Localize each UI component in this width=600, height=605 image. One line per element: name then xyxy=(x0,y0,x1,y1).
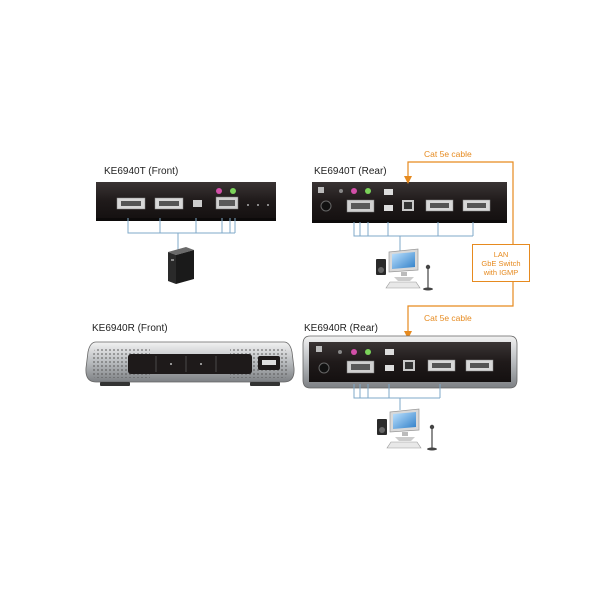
speaker-icon xyxy=(377,419,387,435)
microphone-icon xyxy=(427,424,437,451)
mic-jack xyxy=(351,349,357,355)
dvi-port xyxy=(462,199,491,212)
led-indicator xyxy=(170,363,172,365)
rj45-port xyxy=(402,200,414,211)
tx-rear-wires xyxy=(353,222,474,252)
led-indicator xyxy=(257,204,259,206)
speaker-jack xyxy=(365,188,371,194)
speaker-icon xyxy=(376,259,386,275)
gbe-switch-label: GbE Switch xyxy=(481,258,521,268)
tx-front-label: KE6940T (Front) xyxy=(104,166,179,177)
power-switch xyxy=(316,346,322,352)
rubber-foot xyxy=(250,382,280,386)
vga-port xyxy=(346,199,375,213)
vga-port xyxy=(215,196,239,210)
tx-rear-unit xyxy=(312,182,507,223)
microphone-icon xyxy=(423,264,433,291)
lan-label: LAN xyxy=(493,249,509,259)
rx-rear-wires xyxy=(353,384,441,410)
cat5e-cables xyxy=(407,161,514,336)
power-jack xyxy=(318,362,330,374)
usb-port xyxy=(385,349,394,355)
led-indicator xyxy=(267,204,269,206)
tx-front-base xyxy=(96,218,276,221)
mic-jack xyxy=(351,188,357,194)
dvi-port xyxy=(154,197,184,210)
dvi-port xyxy=(465,359,494,372)
speaker-jack xyxy=(230,188,236,194)
monitor-icon xyxy=(389,408,420,441)
rx-front-panel xyxy=(128,354,252,374)
ground-screw xyxy=(338,350,342,354)
speaker-jack xyxy=(365,349,371,355)
usb-port xyxy=(384,189,393,195)
lan-switch-box: LAN GbE Switch with IGMP xyxy=(472,244,530,282)
rx-rear-label: KE6940R (Rear) xyxy=(304,323,378,334)
dvi-port xyxy=(427,359,456,372)
tx-front-wires xyxy=(127,218,236,250)
rubber-foot xyxy=(100,382,130,386)
usb-port xyxy=(384,205,393,211)
cable-arrow xyxy=(404,176,412,184)
tx-rear-label: KE6940T (Rear) xyxy=(314,166,387,177)
led-indicator xyxy=(200,363,202,365)
rx-front-unit xyxy=(85,341,295,386)
dvi-port xyxy=(116,197,146,210)
cable-bottom xyxy=(407,282,514,336)
rx-rear-unit xyxy=(302,335,518,389)
cable-label-top: Cat 5e cable xyxy=(424,149,472,159)
rj45-port xyxy=(403,360,415,371)
rx-front-label: KE6940R (Front) xyxy=(92,323,168,334)
power-jack xyxy=(320,200,332,212)
dvi-port xyxy=(425,199,454,212)
usb-port xyxy=(385,365,394,371)
power-switch xyxy=(318,187,324,193)
tx-rear-base xyxy=(312,220,507,223)
tx-front-unit xyxy=(96,182,276,221)
vga-port xyxy=(346,360,375,374)
led-indicator xyxy=(247,204,249,206)
cable-arrow xyxy=(404,331,412,339)
ground-screw xyxy=(339,189,343,193)
igmp-label: with IGMP xyxy=(483,267,519,277)
keyboard-icon xyxy=(385,281,421,289)
usb-b-port xyxy=(193,200,202,207)
cable-label-bottom: Cat 5e cable xyxy=(424,313,472,323)
cable-top xyxy=(407,161,514,244)
monitor-icon xyxy=(388,248,419,281)
mic-jack xyxy=(216,188,222,194)
keyboard-icon xyxy=(386,441,422,449)
computer-tower-icon xyxy=(168,247,194,284)
